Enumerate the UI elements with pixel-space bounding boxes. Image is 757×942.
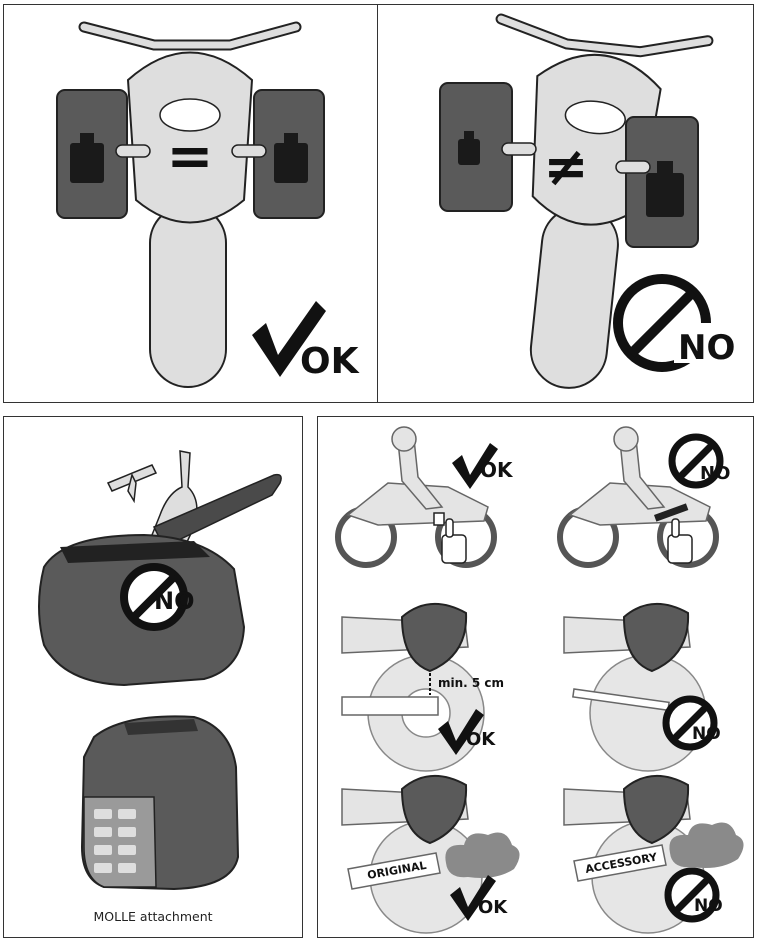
prohibited-icon	[662, 695, 718, 751]
left-bag	[439, 82, 513, 212]
distance-ok: min. 5 cm OK	[341, 602, 504, 772]
panel-unbalanced-load-no: ≠ NO	[377, 4, 754, 403]
panel-installation-checks: OK NO min. 5 cm OK	[317, 416, 754, 938]
distance-no: NO	[563, 602, 721, 772]
checkmark-icon	[252, 301, 326, 377]
balanced-bike-illustration: = OK	[56, 21, 360, 388]
rider-ok: OK	[335, 426, 514, 568]
svg-text:OK: OK	[466, 729, 496, 750]
pointing-hand-icon	[667, 518, 693, 564]
weight-icon	[274, 143, 308, 183]
svg-text:NO: NO	[692, 724, 721, 744]
molle-bag	[80, 715, 240, 891]
smoke-icon	[669, 822, 744, 868]
weight-icon	[646, 173, 684, 217]
exhaust-accessory-no: ACCESSORY NO	[563, 774, 744, 934]
right-bag	[625, 116, 699, 248]
pointing-hand-icon	[441, 518, 467, 564]
checkmark-icon	[450, 875, 496, 921]
exhaust-original-ok: ORIGINAL OK	[341, 774, 520, 934]
checkmark-icon	[438, 709, 484, 755]
prohibited-icon	[668, 433, 724, 489]
molle-caption: MOLLE attachment	[93, 909, 213, 924]
checkmark-icon	[452, 443, 498, 489]
weight-icon	[458, 139, 480, 165]
weight-icon	[70, 143, 104, 183]
svg-text:OK: OK	[478, 897, 508, 918]
verdict-no-label: NO	[678, 328, 735, 368]
svg-text:NO: NO	[694, 896, 723, 916]
installation-illustration: OK NO min. 5 cm OK	[335, 426, 744, 934]
not-equal-sign: ≠	[543, 135, 588, 198]
knife-icon	[106, 464, 158, 504]
svg-text:OK: OK	[480, 458, 514, 482]
smoke-icon	[445, 832, 520, 878]
prohibited-icon	[120, 563, 188, 631]
panel-balanced-load-ok: = OK	[3, 4, 379, 403]
verdict-ok-label: OK	[300, 341, 360, 382]
unbalanced-bike-illustration: ≠ NO	[439, 13, 735, 389]
verdict-no-label: NO	[154, 587, 195, 615]
svg-text:min. 5 cm: min. 5 cm	[438, 676, 504, 690]
equal-sign: =	[167, 124, 214, 189]
rider-no: NO	[557, 426, 730, 568]
panel-bag-contents: NO MOLLE attachment	[3, 416, 303, 938]
bag-contents-illustration: NO	[38, 450, 282, 891]
svg-text:NO: NO	[700, 463, 730, 484]
prohibited-icon	[664, 867, 720, 923]
